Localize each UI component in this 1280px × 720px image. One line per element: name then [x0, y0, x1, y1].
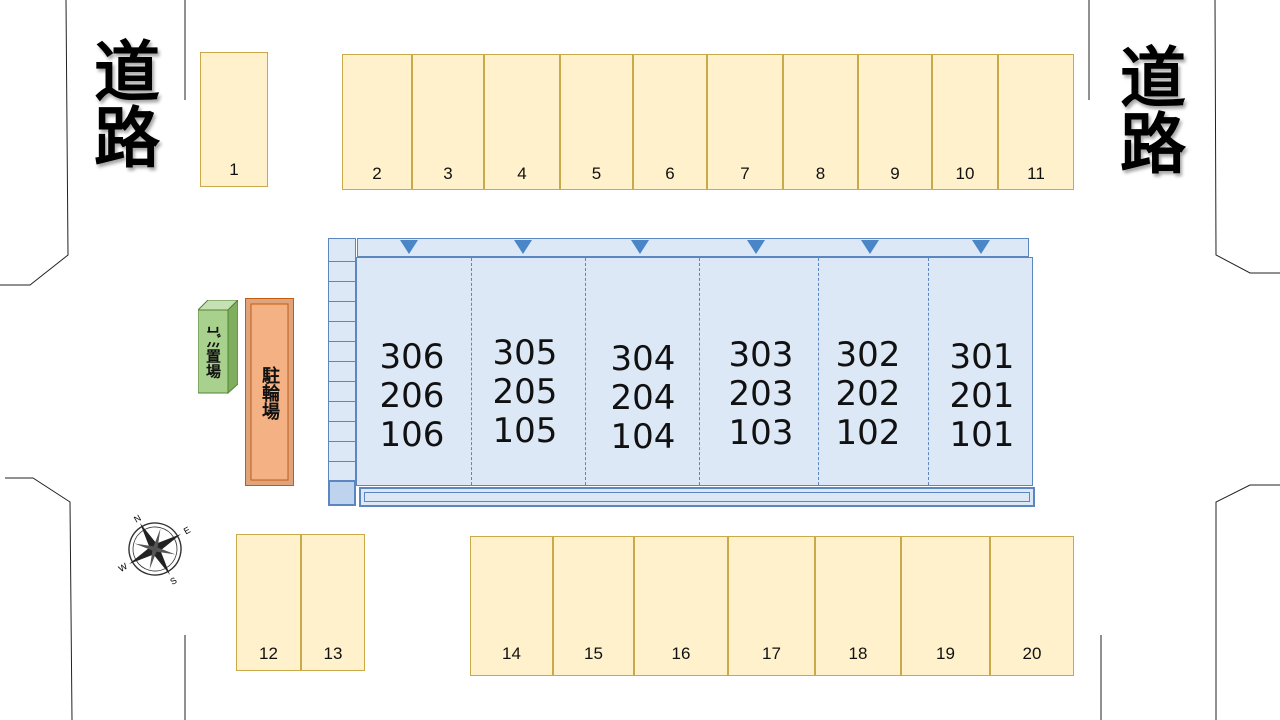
entrance-marker-icon	[514, 240, 532, 254]
parking-slot	[412, 54, 484, 190]
parking-slot-number: 12	[259, 644, 278, 663]
parking-slot	[728, 536, 815, 676]
road-label-right: 道路	[1120, 40, 1186, 183]
parking-slot	[470, 536, 553, 676]
parking-slot	[236, 534, 301, 671]
unit-number: 203	[728, 374, 794, 414]
parking-slot	[633, 54, 707, 190]
entrance-marker-icon	[631, 240, 649, 254]
unit-number: 101	[949, 415, 1015, 455]
parking-slot-number: 17	[762, 644, 781, 663]
compass-rose-icon: N E S W	[117, 513, 192, 587]
parking-slot	[301, 534, 365, 671]
parking-slot	[200, 52, 268, 187]
building-corridor	[357, 238, 1029, 257]
parking-slot-number: 14	[502, 644, 521, 663]
bicycle-label: 駐輪場	[259, 366, 280, 420]
unit-number: 102	[835, 413, 901, 453]
compass-w: W	[117, 561, 130, 574]
compass-n: N	[132, 513, 143, 525]
parking-slot-number: 8	[815, 164, 826, 183]
parking-slot	[707, 54, 783, 190]
parking-slot	[560, 54, 633, 190]
entrance-marker-icon	[972, 240, 990, 254]
building-stairs	[328, 238, 356, 506]
building-balcony	[359, 487, 1035, 507]
unit-number: 204	[610, 378, 676, 418]
unit-number: 103	[728, 413, 794, 453]
parking-slot	[553, 536, 634, 676]
parking-slot-number: 3	[443, 164, 453, 183]
parking-slot	[932, 54, 998, 190]
parking-slot-number: 20	[1022, 644, 1042, 663]
unit-number: 301	[949, 337, 1015, 377]
parking-slot	[901, 536, 990, 676]
bicycle-parking: 駐輪場	[245, 298, 294, 486]
unit-number: 304	[610, 339, 676, 379]
entrance-marker-icon	[861, 240, 879, 254]
garbage-label: ｺﾞﾐ置場	[204, 325, 222, 379]
parking-slot-number: 4	[517, 164, 527, 183]
parking-slot	[342, 54, 412, 190]
parking-slot	[783, 54, 858, 190]
parking-slot	[484, 54, 560, 190]
parking-slot	[990, 536, 1074, 676]
parking-slot-number: 13	[323, 644, 343, 663]
parking-slot-number: 19	[936, 644, 955, 663]
unit-number: 202	[835, 374, 901, 414]
parking-slot	[998, 54, 1074, 190]
parking-slot-number: 6	[665, 164, 675, 183]
unit-number: 306	[379, 337, 445, 377]
unit-number: 106	[379, 415, 445, 455]
parking-slot-number: 2	[372, 164, 382, 183]
compass-e: E	[182, 525, 192, 537]
unit-number: 104	[610, 417, 676, 457]
parking-slot-number: 5	[591, 164, 602, 183]
unit-number: 205	[492, 372, 558, 412]
parking-slot-number: 1	[229, 160, 239, 179]
garbage-area: ｺﾞﾐ置場	[198, 300, 238, 394]
parking-slot	[634, 536, 728, 676]
parking-slot-number: 18	[848, 644, 868, 663]
stair-landing	[328, 480, 356, 506]
road-label-left: 道路	[94, 34, 160, 177]
parking-slot-number: 7	[740, 164, 750, 183]
parking-slot	[815, 536, 901, 676]
unit-number: 105	[492, 411, 558, 451]
entrance-marker-icon	[400, 240, 418, 254]
unit-number: 305	[492, 333, 558, 373]
parking-slot-number: 10	[955, 164, 975, 183]
entrance-marker-icon	[747, 240, 765, 254]
unit-number: 303	[728, 335, 794, 375]
parking-slot-number: 9	[890, 164, 900, 183]
parking-slot	[858, 54, 932, 190]
parking-slot-number: 11	[1027, 164, 1045, 183]
parking-slot-number: 15	[584, 644, 603, 663]
compass-s: S	[168, 575, 178, 587]
parking-slot-number: 16	[671, 644, 691, 663]
unit-number: 206	[379, 376, 445, 416]
unit-number: 201	[949, 376, 1015, 416]
unit-number: 302	[835, 335, 901, 375]
